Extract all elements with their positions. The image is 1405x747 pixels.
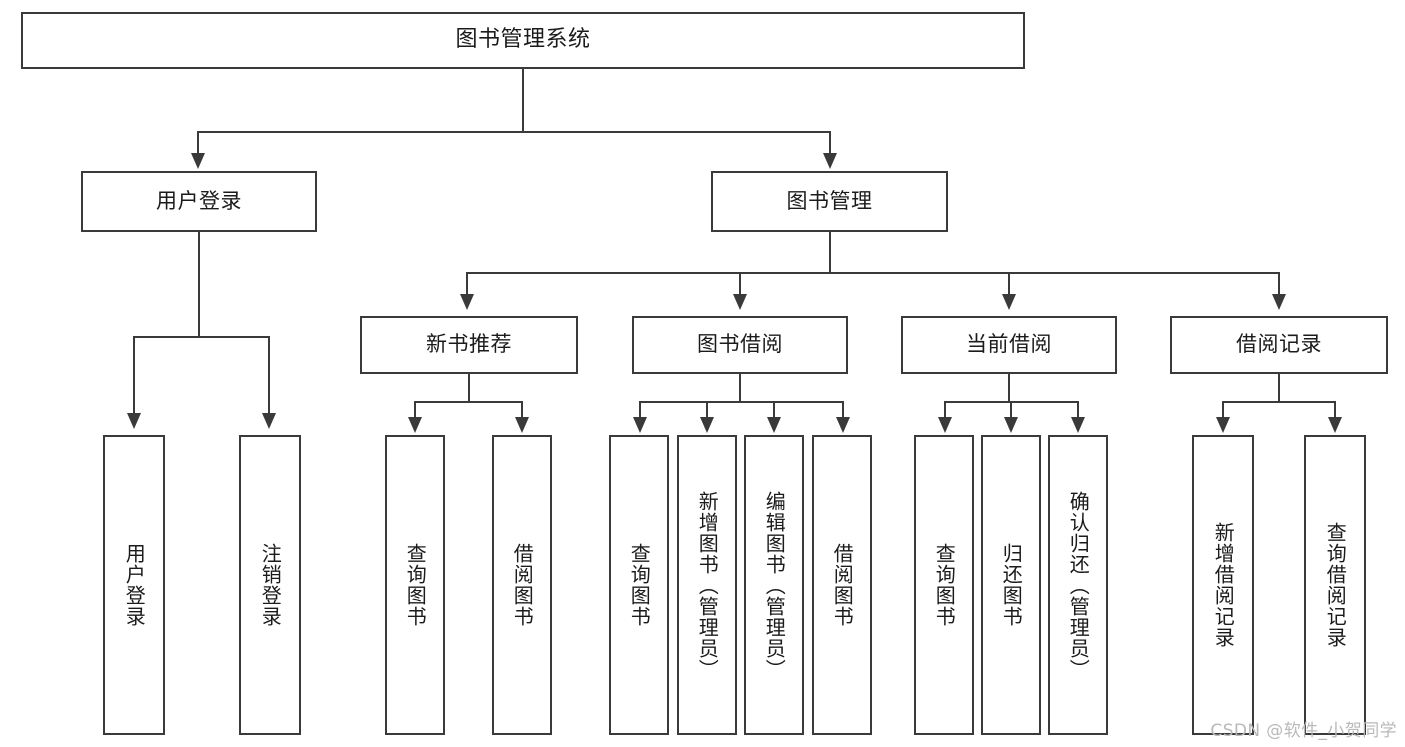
leaf-label: 用户登录	[122, 543, 147, 627]
arrowhead-bm-to-book-borrow	[733, 294, 747, 310]
leaf-label: 查询图书	[627, 543, 652, 627]
node-borrow-record[interactable]: 借阅记录	[1170, 316, 1388, 374]
arrowhead-current-borrow-leaf-2	[1004, 417, 1018, 433]
connector-new-book-to-leaf-2	[521, 401, 523, 419]
arrowhead-book-borrow-leaf-1	[633, 417, 647, 433]
leaf-user-login-signin[interactable]: 用户登录	[103, 435, 165, 735]
connector-new-book-bus	[414, 401, 522, 403]
connector-borrow-record-trunk	[1278, 374, 1280, 401]
connector-bm-to-current-borrow	[1008, 272, 1010, 296]
connector-current-borrow-to-leaf-2	[1010, 401, 1012, 419]
leaf-new-book-query[interactable]: 查询图书	[385, 435, 445, 735]
arrowhead-borrow-record-leaf-1	[1216, 417, 1230, 433]
leaf-book-borrow-edit-admin[interactable]: 编辑图书（管理员）	[744, 435, 804, 735]
connector-bm-to-book-borrow	[739, 272, 741, 296]
arrowhead-current-borrow-leaf-3	[1071, 417, 1085, 433]
arrowhead-new-book-leaf-1	[408, 417, 422, 433]
connector-book-borrow-bus	[639, 401, 844, 403]
node-label: 借阅记录	[1236, 332, 1322, 357]
node-user-login[interactable]: 用户登录	[81, 171, 317, 232]
leaf-book-borrow-borrow[interactable]: 借阅图书	[812, 435, 872, 735]
leaf-label: 借阅图书	[830, 543, 855, 627]
node-root-book-management-system[interactable]: 图书管理系统	[21, 12, 1025, 69]
arrowhead-book-borrow-leaf-3	[767, 417, 781, 433]
leaf-book-borrow-query[interactable]: 查询图书	[609, 435, 669, 735]
arrowhead-bm-to-new-book	[460, 294, 474, 310]
connector-bm-to-borrow-record	[1278, 272, 1280, 296]
node-new-book-recommend[interactable]: 新书推荐	[360, 316, 578, 374]
leaf-label: 归还图书	[999, 543, 1024, 627]
connector-book-borrow-to-leaf-1	[639, 401, 641, 419]
arrowhead-root-to-user-login	[191, 153, 205, 169]
connector-root-to-book-management	[829, 131, 831, 157]
connector-borrow-record-bus	[1222, 401, 1335, 403]
node-book-borrow[interactable]: 图书借阅	[632, 316, 848, 374]
leaf-book-borrow-add-admin[interactable]: 新增图书（管理员）	[677, 435, 737, 735]
leaf-user-login-signout[interactable]: 注销登录	[239, 435, 301, 735]
leaf-current-borrow-confirm-admin[interactable]: 确认归还（管理员）	[1048, 435, 1108, 735]
connector-root-to-user-login	[197, 131, 199, 157]
leaf-new-book-borrow[interactable]: 借阅图书	[492, 435, 552, 735]
leaf-label: 查询借阅记录	[1323, 522, 1348, 648]
connector-book-management-bus	[466, 272, 1280, 274]
leaf-label: 新增借阅记录	[1211, 522, 1236, 648]
connector-new-book-to-leaf-1	[414, 401, 416, 419]
arrowhead-book-borrow-leaf-4	[836, 417, 850, 433]
arrowhead-book-borrow-leaf-2	[700, 417, 714, 433]
connector-book-borrow-to-leaf-2	[706, 401, 708, 419]
node-label: 新书推荐	[426, 332, 512, 357]
node-label: 图书借阅	[697, 332, 783, 357]
leaf-current-borrow-query[interactable]: 查询图书	[914, 435, 974, 735]
arrowhead-bm-to-current-borrow	[1002, 294, 1016, 310]
leaf-current-borrow-return[interactable]: 归还图书	[981, 435, 1041, 735]
watermark-text: CSDN @软件_小贺同学	[1210, 721, 1397, 741]
node-label: 图书管理系统	[455, 27, 591, 53]
connector-book-borrow-trunk	[739, 374, 741, 401]
connector-root-bus	[197, 131, 831, 133]
arrowhead-borrow-record-leaf-2	[1328, 417, 1342, 433]
arrowhead-bm-to-borrow-record	[1272, 294, 1286, 310]
arrowhead-user-login-leaf-1	[127, 413, 141, 429]
leaf-label: 借阅图书	[510, 543, 535, 627]
connector-borrow-record-to-leaf-1	[1222, 401, 1224, 419]
leaf-label: 查询图书	[932, 543, 957, 627]
connector-current-borrow-to-leaf-1	[944, 401, 946, 419]
arrowhead-user-login-leaf-2	[262, 413, 276, 429]
connector-new-book-trunk	[468, 374, 470, 401]
leaf-label: 新增图书（管理员）	[695, 490, 720, 680]
connector-user-login-trunk	[198, 232, 200, 336]
connector-current-borrow-trunk	[1008, 374, 1010, 401]
leaf-label: 注销登录	[258, 543, 283, 627]
connector-book-borrow-to-leaf-4	[842, 401, 844, 419]
arrowhead-new-book-leaf-2	[515, 417, 529, 433]
connector-current-borrow-to-leaf-3	[1077, 401, 1079, 419]
leaf-label: 查询图书	[403, 543, 428, 627]
leaf-borrow-record-query[interactable]: 查询借阅记录	[1304, 435, 1366, 735]
leaf-borrow-record-add[interactable]: 新增借阅记录	[1192, 435, 1254, 735]
connector-root-trunk	[522, 69, 524, 131]
node-label: 当前借阅	[966, 332, 1052, 357]
node-label: 图书管理	[786, 188, 873, 213]
node-label: 用户登录	[156, 188, 242, 213]
connector-borrow-record-to-leaf-2	[1334, 401, 1336, 419]
node-current-borrow[interactable]: 当前借阅	[901, 316, 1117, 374]
connector-book-management-trunk	[829, 232, 831, 272]
connector-book-borrow-to-leaf-3	[773, 401, 775, 419]
leaf-label: 编辑图书（管理员）	[762, 490, 787, 680]
node-book-management[interactable]: 图书管理	[711, 171, 948, 232]
connector-user-login-to-leaf-2	[268, 336, 270, 415]
connector-user-login-bus	[133, 336, 268, 338]
connector-bm-to-new-book	[466, 272, 468, 296]
connector-user-login-to-leaf-1	[133, 336, 135, 415]
arrowhead-root-to-book-management	[823, 153, 837, 169]
leaf-label: 确认归还（管理员）	[1066, 490, 1091, 680]
arrowhead-current-borrow-leaf-1	[938, 417, 952, 433]
